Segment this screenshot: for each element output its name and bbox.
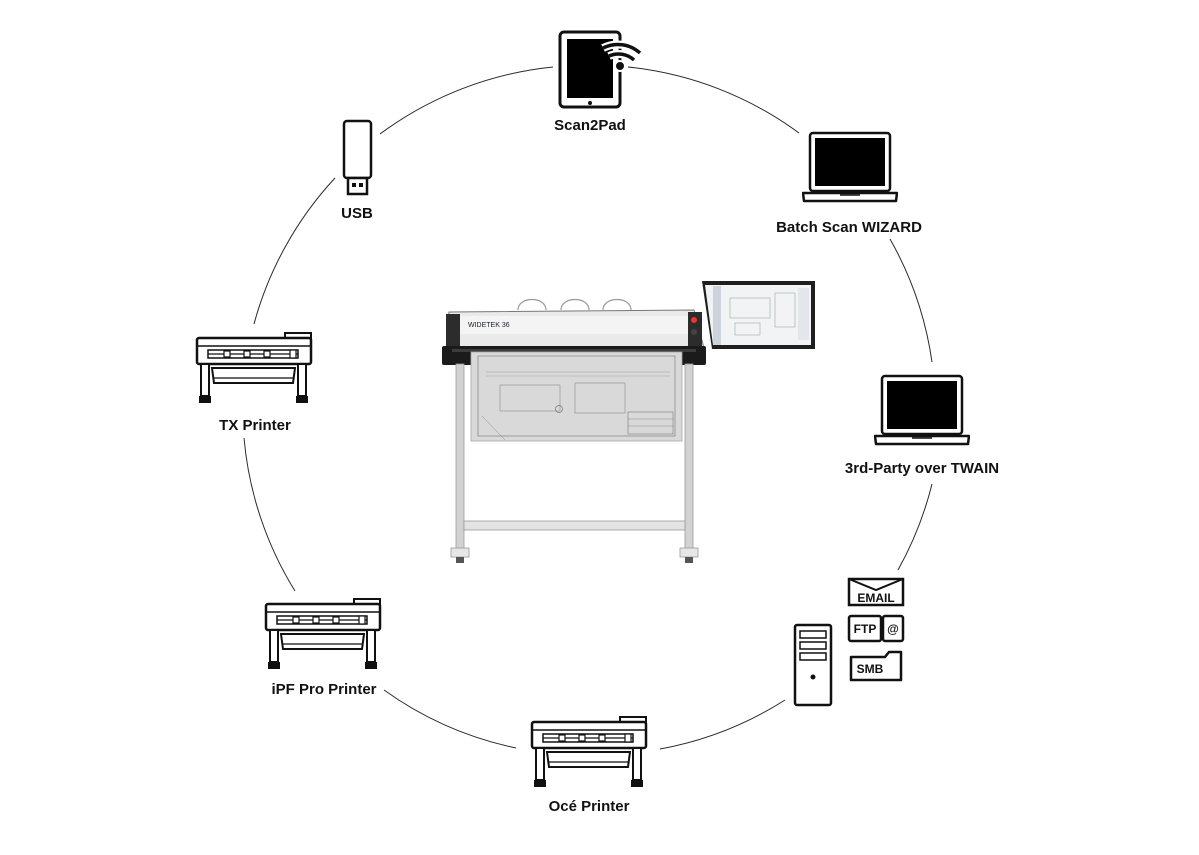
laptop-icon	[874, 374, 970, 446]
node-ipf-pro-printer: iPF Pro Printer	[264, 598, 382, 698]
node-usb: USB	[341, 119, 373, 222]
node-tx-printer: TX Printer	[195, 332, 313, 434]
tag-ftp: FTP	[854, 622, 877, 636]
node-label-oce-printer: Océ Printer	[549, 798, 630, 815]
scanner-brand-label: WIDETEK 36	[468, 322, 510, 329]
node-label-usb: USB	[341, 205, 373, 222]
tower-pc-icon	[793, 623, 833, 707]
tag-at: @	[887, 622, 899, 636]
node-label-tx-printer: TX Printer	[219, 417, 291, 434]
node-batch-scan-wizard: Batch Scan WIZARD	[776, 131, 922, 236]
node-twain: 3rd-Party over TWAIN	[845, 374, 999, 477]
tag-email: EMAIL	[857, 591, 894, 605]
node-label-batch-scan-wizard: Batch Scan WIZARD	[776, 219, 922, 236]
plotter-icon	[530, 716, 648, 789]
node-scan2pad: Scan2Pad	[554, 30, 643, 134]
smb-folder-icon: SMB	[849, 650, 903, 682]
usb-stick-icon	[342, 119, 373, 196]
laptop-icon	[802, 131, 898, 203]
scanner-illustration: WIDETEK 36	[442, 281, 815, 563]
scanner-touchscreen	[702, 281, 815, 349]
connector-ring	[243, 66, 933, 750]
plotter-icon	[264, 598, 382, 671]
scanned-drawing	[470, 351, 683, 442]
plotter-icon	[195, 332, 313, 405]
tablet-wifi-icon	[558, 30, 643, 109]
node-label-twain: 3rd-Party over TWAIN	[845, 460, 999, 477]
email-icon: EMAIL	[847, 577, 905, 607]
tag-smb: SMB	[857, 662, 884, 676]
node-oce-printer: Océ Printer	[530, 716, 648, 815]
node-label-ipf-pro-printer: iPF Pro Printer	[271, 681, 376, 698]
node-label-scan2pad: Scan2Pad	[554, 117, 626, 134]
ftp-icon: FTP @	[847, 614, 905, 643]
node-network-server: EMAIL FTP @ SMB	[793, 577, 905, 707]
